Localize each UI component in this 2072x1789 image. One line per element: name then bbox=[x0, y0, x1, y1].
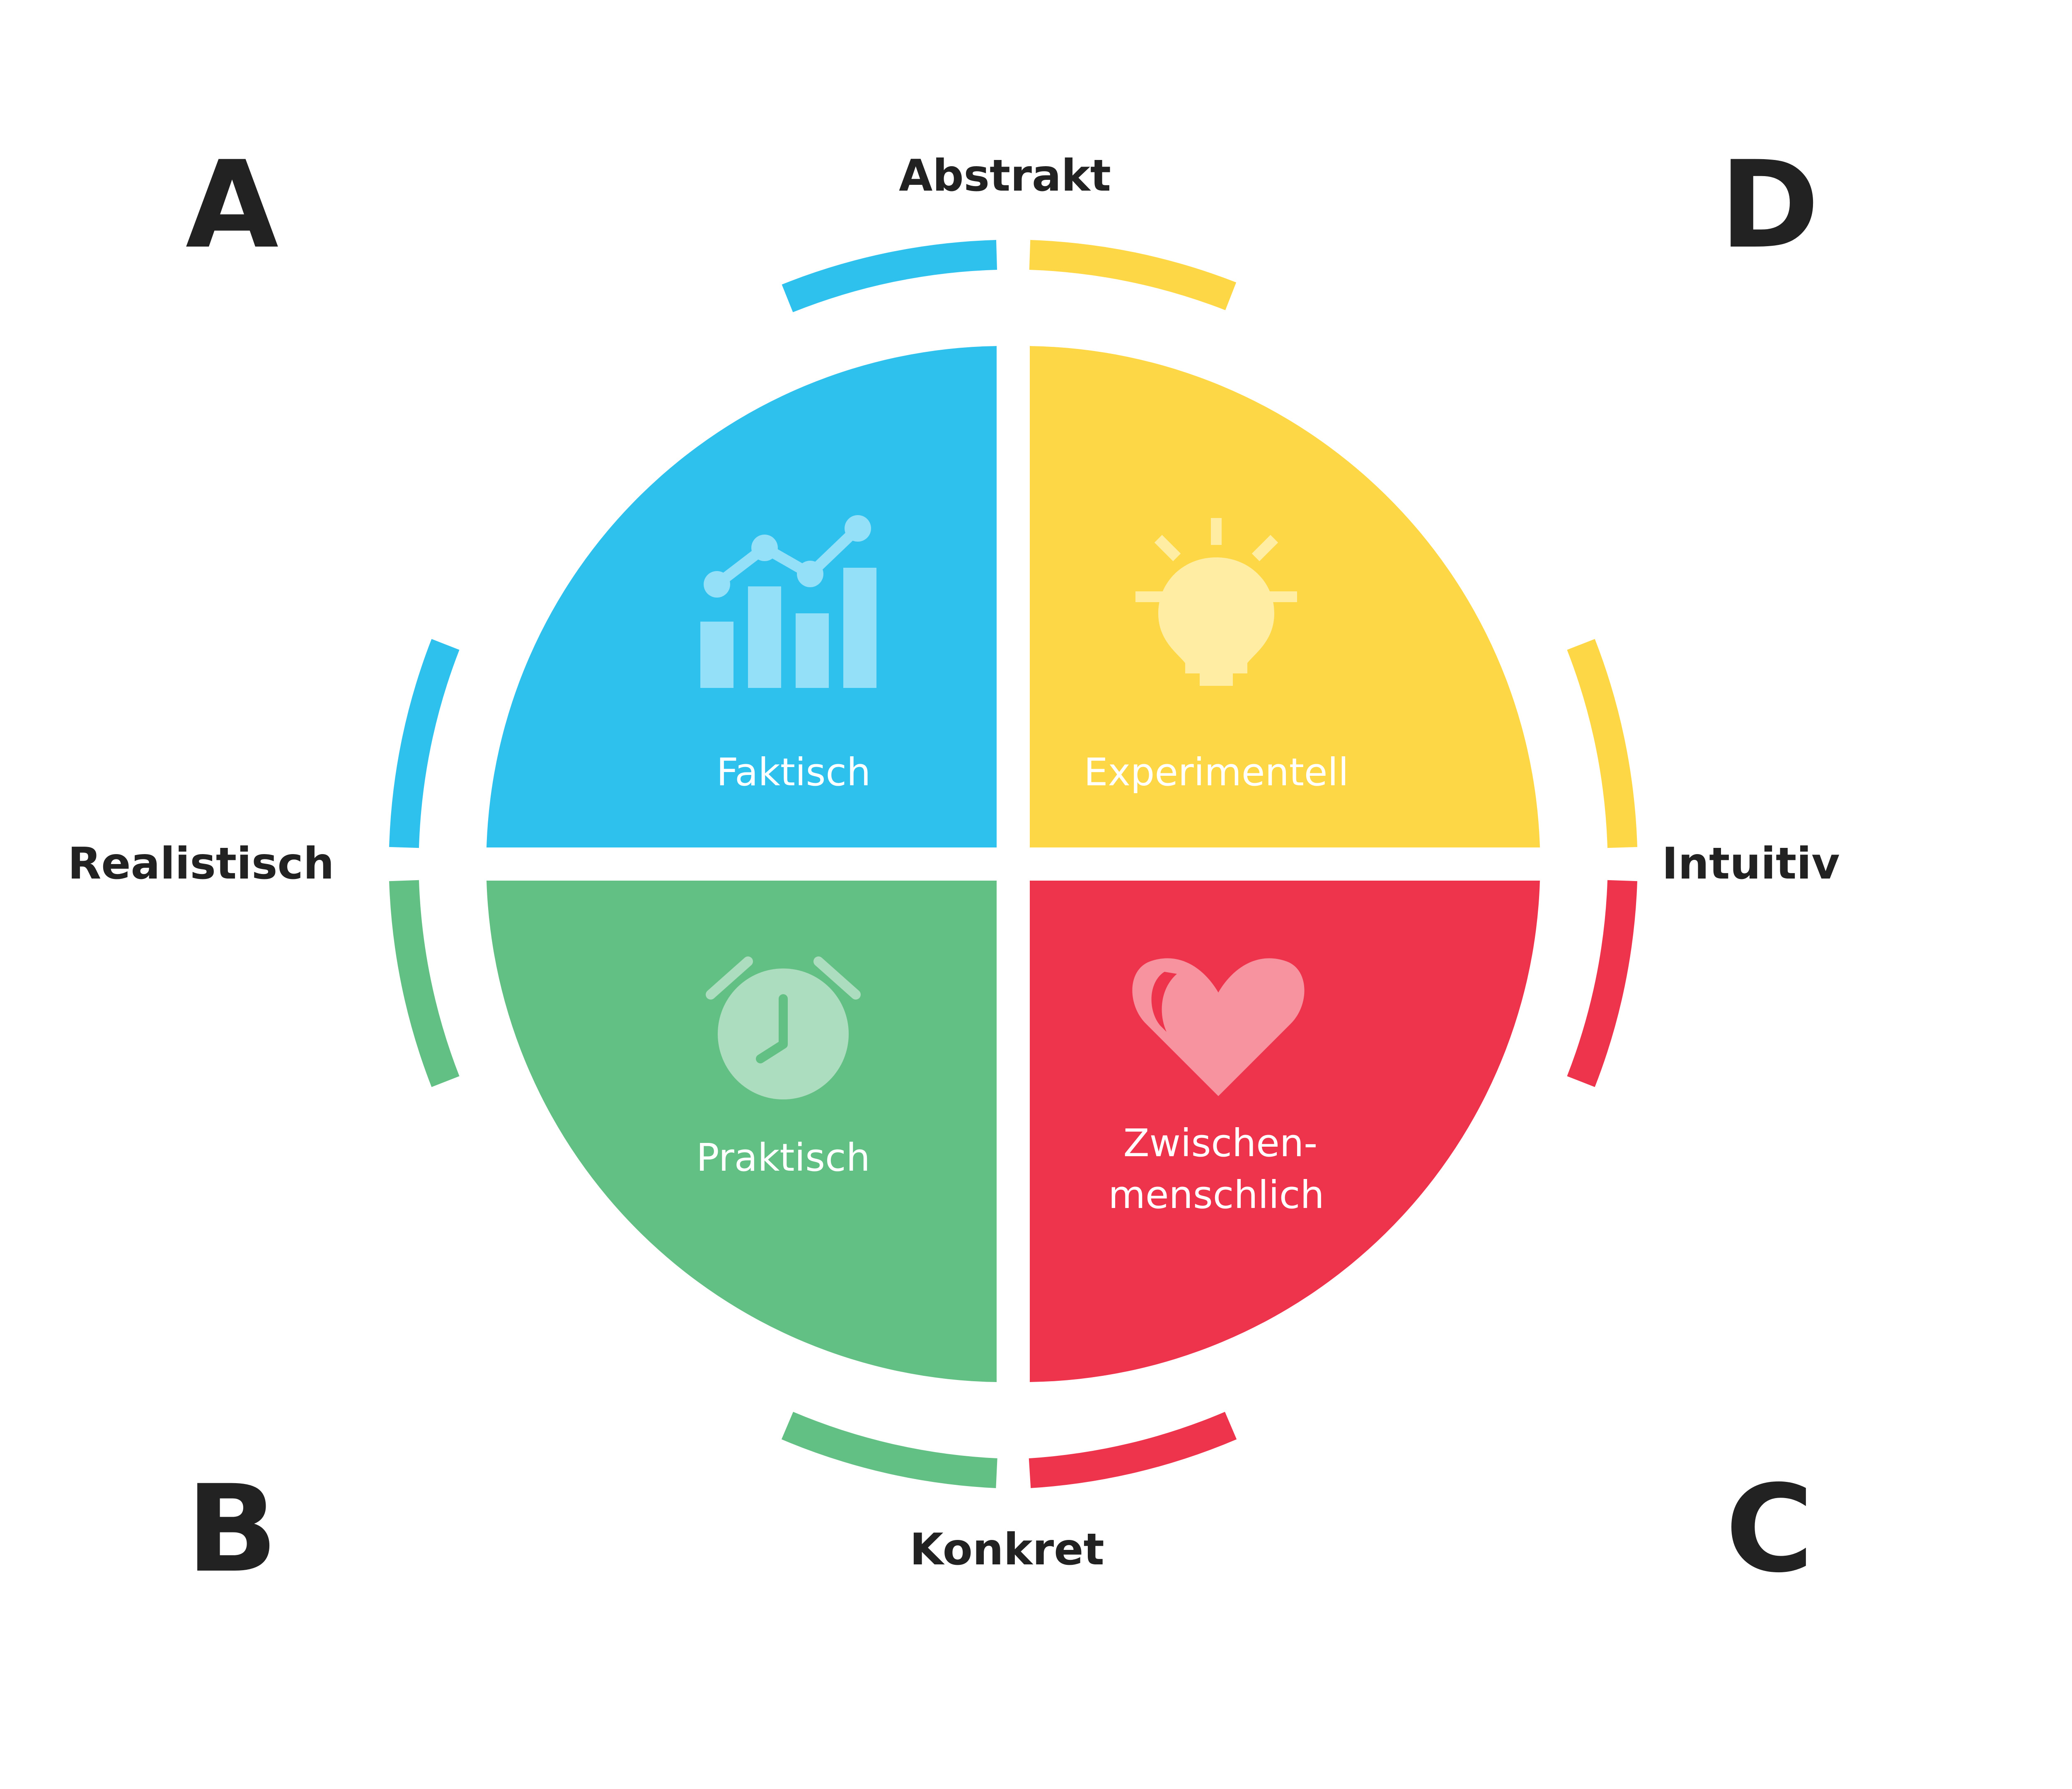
quadrant-top-left bbox=[487, 346, 997, 847]
quadrant-label-bottom-left: Praktisch bbox=[696, 1135, 870, 1180]
bar-chart-trend-icon bbox=[700, 515, 876, 688]
axis-label-top: Abstrakt bbox=[899, 150, 1111, 201]
corner-letter-a: A bbox=[186, 136, 280, 275]
quadrant-label-bottom-right-line2: menschlich bbox=[1108, 1173, 1324, 1217]
light-bulb-icon bbox=[1135, 518, 1297, 686]
outer-arc-right-bottom bbox=[1567, 880, 1637, 1087]
axis-label-right: Intuitiv bbox=[1662, 838, 1840, 889]
corner-letter-d: D bbox=[1720, 136, 1820, 275]
quadrant-label-top-right: Experimentell bbox=[1084, 750, 1348, 794]
corner-letter-b: B bbox=[186, 1460, 278, 1599]
outer-arc-right-top bbox=[1567, 639, 1637, 848]
outer-arc-bottom-right bbox=[1029, 1411, 1237, 1488]
outer-arc-top-left bbox=[782, 240, 997, 312]
corner-letter-c: C bbox=[1726, 1460, 1814, 1599]
alarm-clock-icon bbox=[706, 956, 861, 1099]
outer-arc-bottom-left bbox=[781, 1411, 997, 1488]
heart-icon bbox=[1132, 958, 1305, 1096]
outer-arc-left-bottom bbox=[389, 880, 460, 1087]
quadrant-bottom-left bbox=[487, 881, 997, 1382]
axis-label-bottom: Konkret bbox=[910, 1524, 1104, 1575]
axis-label-left: Realistisch bbox=[68, 838, 334, 889]
outer-arc-top-right bbox=[1029, 240, 1237, 310]
outer-arc-left-top bbox=[389, 639, 460, 848]
quadrant-label-top-left: Faktisch bbox=[716, 750, 871, 794]
quadrant-label-bottom-right-line1: Zwischen- bbox=[1123, 1121, 1318, 1165]
